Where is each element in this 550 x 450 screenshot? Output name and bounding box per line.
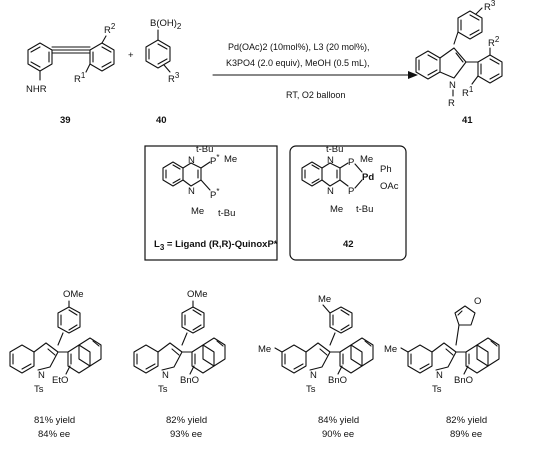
product-3-o-sub: BnO: [328, 375, 347, 386]
ligand-n-bottom: N: [188, 186, 195, 197]
product-4-o-sub: BnO: [454, 375, 473, 386]
product-r1-label: R1: [462, 85, 474, 99]
product-3-ee: 90% ee: [322, 429, 354, 440]
reaction-arrow: [212, 71, 418, 79]
complex-n-bottom: N: [327, 186, 334, 197]
compound-40-label: 40: [156, 115, 167, 126]
product-1-o-sub: EtO: [52, 375, 68, 386]
complex-me-top: Me: [360, 154, 373, 165]
complex-tbu-bottom: t-Bu: [356, 204, 373, 215]
ligand-me-bottom: Me: [191, 206, 204, 217]
reactant-40: B(OH)2 R3: [145, 18, 182, 85]
nhr-label: NHR: [26, 84, 47, 95]
product-example-4-structure: [400, 305, 500, 375]
r2-label: R2: [104, 22, 116, 36]
conditions-line-1: Pd(OAc)2 (10mol%), L3 (20 mol%),: [228, 42, 370, 52]
product-3-n-sub: Ts: [306, 384, 316, 395]
product-1-n-label: N: [38, 370, 45, 381]
product-1-n-sub: Ts: [34, 384, 44, 395]
complex-caption: 42: [343, 239, 354, 250]
product-3-top-me: Me: [318, 294, 331, 305]
product-3-yield: 84% yield: [318, 415, 359, 426]
product-r2-label: R2: [488, 35, 500, 49]
reactant-39: NHR R2 R1: [26, 22, 116, 95]
conditions-line-3: RT, O2 balloon: [286, 90, 345, 100]
ligand-caption: L3 = Ligand (R,R)-QuinoxP*: [154, 239, 278, 252]
conditions-line-2: K3PO4 (2.0 equiv), MeOH (0.5 mL),: [226, 58, 370, 68]
complex-oac-label: OAc: [380, 181, 399, 192]
indole-r-label: R: [448, 98, 455, 109]
product-1-yield: 81% yield: [34, 415, 75, 426]
complex-pd-label: Pd: [362, 172, 374, 183]
compound-41-label: 41: [462, 115, 473, 126]
complex-tbu-top: t-Bu: [326, 144, 343, 155]
plus-sign: +: [128, 50, 134, 61]
product-example-2-structure: [133, 300, 226, 375]
product-example-3-structure: [274, 304, 374, 375]
complex-n-top: N: [327, 155, 334, 166]
product-4-ee: 89% ee: [450, 429, 482, 440]
ligand-p-top: P*: [210, 153, 219, 167]
complex-p-top: P: [348, 157, 354, 168]
product-2-n-label: N: [162, 370, 169, 381]
product-4-yield: 82% yield: [446, 415, 487, 426]
ligand-tbu-top: t-Bu: [196, 144, 213, 155]
ligand-box: N N P* t-Bu Me P* Me t-Bu L3 = Ligand (R…: [144, 144, 278, 261]
product-2-yield: 82% yield: [166, 415, 207, 426]
product-2-o-sub: BnO: [180, 375, 199, 386]
r3-label: R3: [168, 71, 180, 85]
furan-o-label: O: [474, 296, 481, 307]
product-41: R3 N R R2 R1: [415, 0, 503, 109]
product-1-top-sub: OMe: [63, 289, 84, 300]
product-4-n-sub: Ts: [432, 384, 442, 395]
complex-p-bottom: P: [348, 186, 354, 197]
product-3-ring-sub: Me: [258, 344, 271, 355]
ligand-tbu-bottom: t-Bu: [218, 208, 235, 219]
product-r3-label: R3: [484, 0, 496, 13]
product-2-ee: 93% ee: [170, 429, 202, 440]
complex-ph-label: Ph: [380, 164, 392, 175]
product-2-n-sub: Ts: [158, 384, 168, 395]
indole-n-label: N: [449, 80, 456, 91]
product-3-n-label: N: [310, 370, 317, 381]
complex-me-bottom: Me: [330, 204, 343, 215]
product-1-ee: 84% ee: [38, 429, 70, 440]
ligand-p-bottom: P*: [210, 187, 219, 201]
product-4-ring-sub: Me: [384, 344, 397, 355]
ligand-me-top: Me: [224, 154, 237, 165]
ligand-n-top: N: [188, 155, 195, 166]
product-example-1-structure: [9, 300, 102, 375]
product-2-top-sub: OMe: [187, 289, 208, 300]
product-4-n-label: N: [436, 370, 443, 381]
compound-39-label: 39: [60, 115, 71, 126]
boronic-acid-label: B(OH)2: [150, 18, 182, 31]
r1-label: R1: [74, 71, 86, 85]
complex-42-box: N N P P Pd Ph OAc t-Bu Me Me t-Bu 42: [289, 144, 407, 261]
